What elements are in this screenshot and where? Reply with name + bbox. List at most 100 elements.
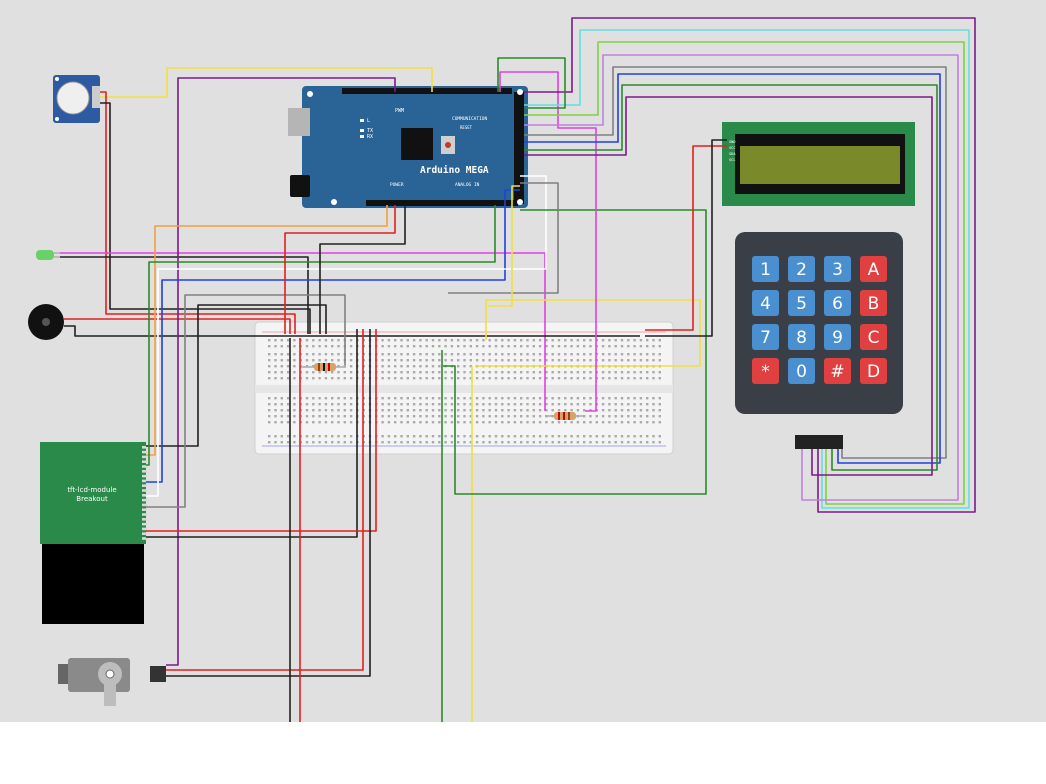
wire-tft-black	[146, 304, 327, 447]
wire-tft-red	[146, 329, 377, 532]
keypad-key-7[interactable]	[752, 324, 779, 350]
keypad-key-4[interactable]	[752, 290, 779, 316]
wire-led-black	[60, 256, 309, 334]
digital-header	[342, 88, 512, 94]
keypad-key-B[interactable]	[860, 290, 887, 316]
analog-in-label: ANALOG IN	[455, 182, 480, 188]
wire-kp-violet	[524, 54, 959, 501]
wire-encoder-black	[100, 102, 311, 334]
keypad-key-2[interactable]	[788, 256, 815, 282]
wire-kp-green	[524, 84, 938, 471]
keypad-key-label: 8	[796, 328, 807, 348]
keypad-key-label: #	[830, 362, 844, 382]
keypad-key-0[interactable]	[788, 358, 815, 384]
led-l-label: L	[367, 118, 370, 124]
keypad-key-C[interactable]	[860, 324, 887, 350]
servo-motor[interactable]	[58, 658, 166, 706]
keypad-key-label: 0	[796, 362, 807, 382]
wire-tft-white	[146, 175, 547, 497]
keypad-key-1[interactable]	[752, 256, 779, 282]
keypad-key-label: 6	[832, 294, 843, 314]
wire-kp-blue	[524, 73, 941, 464]
keypad-key-label: 7	[760, 328, 771, 348]
keypad-key-A[interactable]	[860, 256, 887, 282]
wire-bb-yellow	[475, 299, 701, 367]
wire-led-magenta	[60, 252, 546, 411]
keypad-key-label: 3	[832, 260, 843, 280]
wire-kp-cyan	[524, 29, 970, 509]
tft-pin-header	[142, 446, 147, 540]
resistor-1[interactable]	[300, 363, 346, 371]
lcd-16x2-i2c[interactable]: GND VCC SDA SCL	[722, 122, 915, 206]
keypad-key-label: 4	[760, 294, 771, 314]
wire-tft-green	[146, 205, 496, 466]
keypad-key-label: D	[867, 362, 880, 382]
wire-arduino-black	[319, 205, 406, 334]
wire-kp-gray	[524, 66, 947, 459]
wire-tft-gray	[146, 294, 346, 508]
lcd-pin-vcc-label: VCC	[729, 146, 736, 150]
arduino-mega-board[interactable]: L TX RX PWM COMMUNICATION POWER ANALOG I…	[288, 86, 528, 208]
piezo-buzzer[interactable]	[28, 304, 64, 340]
keypad-key-5[interactable]	[788, 290, 815, 316]
keypad-key-#[interactable]	[824, 358, 851, 384]
keypad-key-3[interactable]	[824, 256, 851, 282]
led-rx-label: RX	[367, 134, 373, 140]
wires	[60, 17, 976, 722]
breadboard[interactable]	[254, 321, 674, 455]
tft-label-line2: Breakout	[76, 495, 108, 503]
usb-port	[288, 108, 310, 136]
keypad-key-label: 9	[832, 328, 843, 348]
wire-tft-black2	[146, 329, 358, 538]
tft-label-line1: tft-lcd-module	[67, 486, 116, 494]
keypad-connector	[795, 435, 843, 449]
power-label: POWER	[390, 182, 404, 188]
wire-kp-darkpurple	[524, 96, 933, 476]
wire-servo-red	[166, 329, 364, 671]
keypad-key-label: 5	[796, 294, 807, 314]
lcd-pin-gnd-label: GND	[729, 140, 736, 144]
wire-lcd-red	[645, 145, 727, 331]
wire-encoder-red	[100, 91, 296, 334]
lcd-pin-sda-label: SDA	[729, 152, 736, 156]
wire-kp-purple	[524, 17, 976, 513]
keypad-key-label: B	[868, 294, 880, 314]
keypad-key-*[interactable]	[752, 358, 779, 384]
power-analog-header	[366, 200, 518, 206]
wire-lcd-black	[645, 139, 727, 337]
wire-top-green	[497, 57, 566, 109]
wire-arduino-yellow	[488, 185, 520, 307]
resistor-2[interactable]	[545, 412, 585, 420]
tft-lcd-module[interactable]: tft-lcd-module Breakout	[40, 442, 147, 624]
rotary-encoder[interactable]	[53, 75, 100, 123]
green-led[interactable]	[36, 250, 60, 260]
keypad-key-label: 1	[760, 260, 771, 280]
wire-arduino-gray	[448, 182, 559, 294]
keypad-key-label: A	[868, 260, 880, 280]
pwm-label: PWM	[395, 108, 404, 114]
wire-servo-purple	[166, 77, 396, 666]
keypad-key-D[interactable]	[860, 358, 887, 384]
wire-tft-blue	[146, 189, 520, 483]
keypad-key-6[interactable]	[824, 290, 851, 316]
lcd-pin-scl-label: SCL	[729, 158, 736, 162]
keypad-key-9[interactable]	[824, 324, 851, 350]
keypad-key-label: 2	[796, 260, 807, 280]
wire-arduino-red	[284, 205, 396, 334]
power-jack	[290, 175, 310, 197]
arduino-title: Arduino MEGA	[420, 165, 489, 176]
keypad-key-8[interactable]	[788, 324, 815, 350]
side-header	[514, 92, 524, 204]
wire-bb-green	[443, 209, 707, 495]
keypad-key-label: C	[868, 328, 880, 348]
wire-buzzer-red	[64, 318, 291, 334]
wire-servo-black	[166, 329, 371, 677]
wire-res2-magenta	[499, 71, 597, 412]
microcontroller-chip	[401, 128, 433, 160]
wire-kp-lightgreen	[524, 41, 965, 505]
reset-label: RESET	[460, 125, 473, 130]
